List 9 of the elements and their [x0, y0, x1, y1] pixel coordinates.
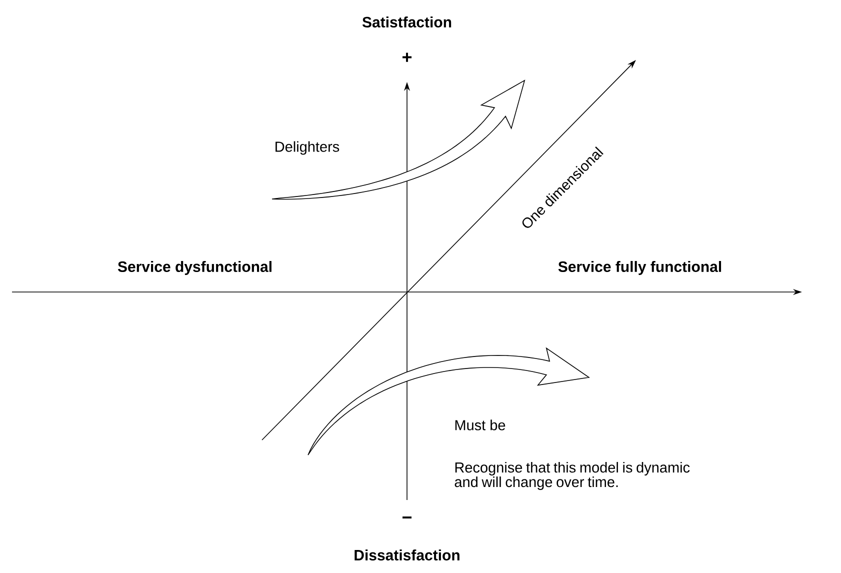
note-text: Recognise that this model is dynamic and will change over time. — [454, 462, 690, 490]
curve-label: Must be — [455, 420, 506, 430]
axis-label: Dissatisfaction — [354, 549, 460, 560]
axis-label: Service dysfunctional — [118, 261, 272, 275]
axis-label: Satistfaction — [362, 16, 452, 28]
minus-sign: − — [402, 516, 412, 518]
axis-label: Service fully functional — [558, 261, 722, 275]
plus-sign: + — [402, 52, 412, 62]
curve-label: Delighters — [276, 141, 340, 155]
